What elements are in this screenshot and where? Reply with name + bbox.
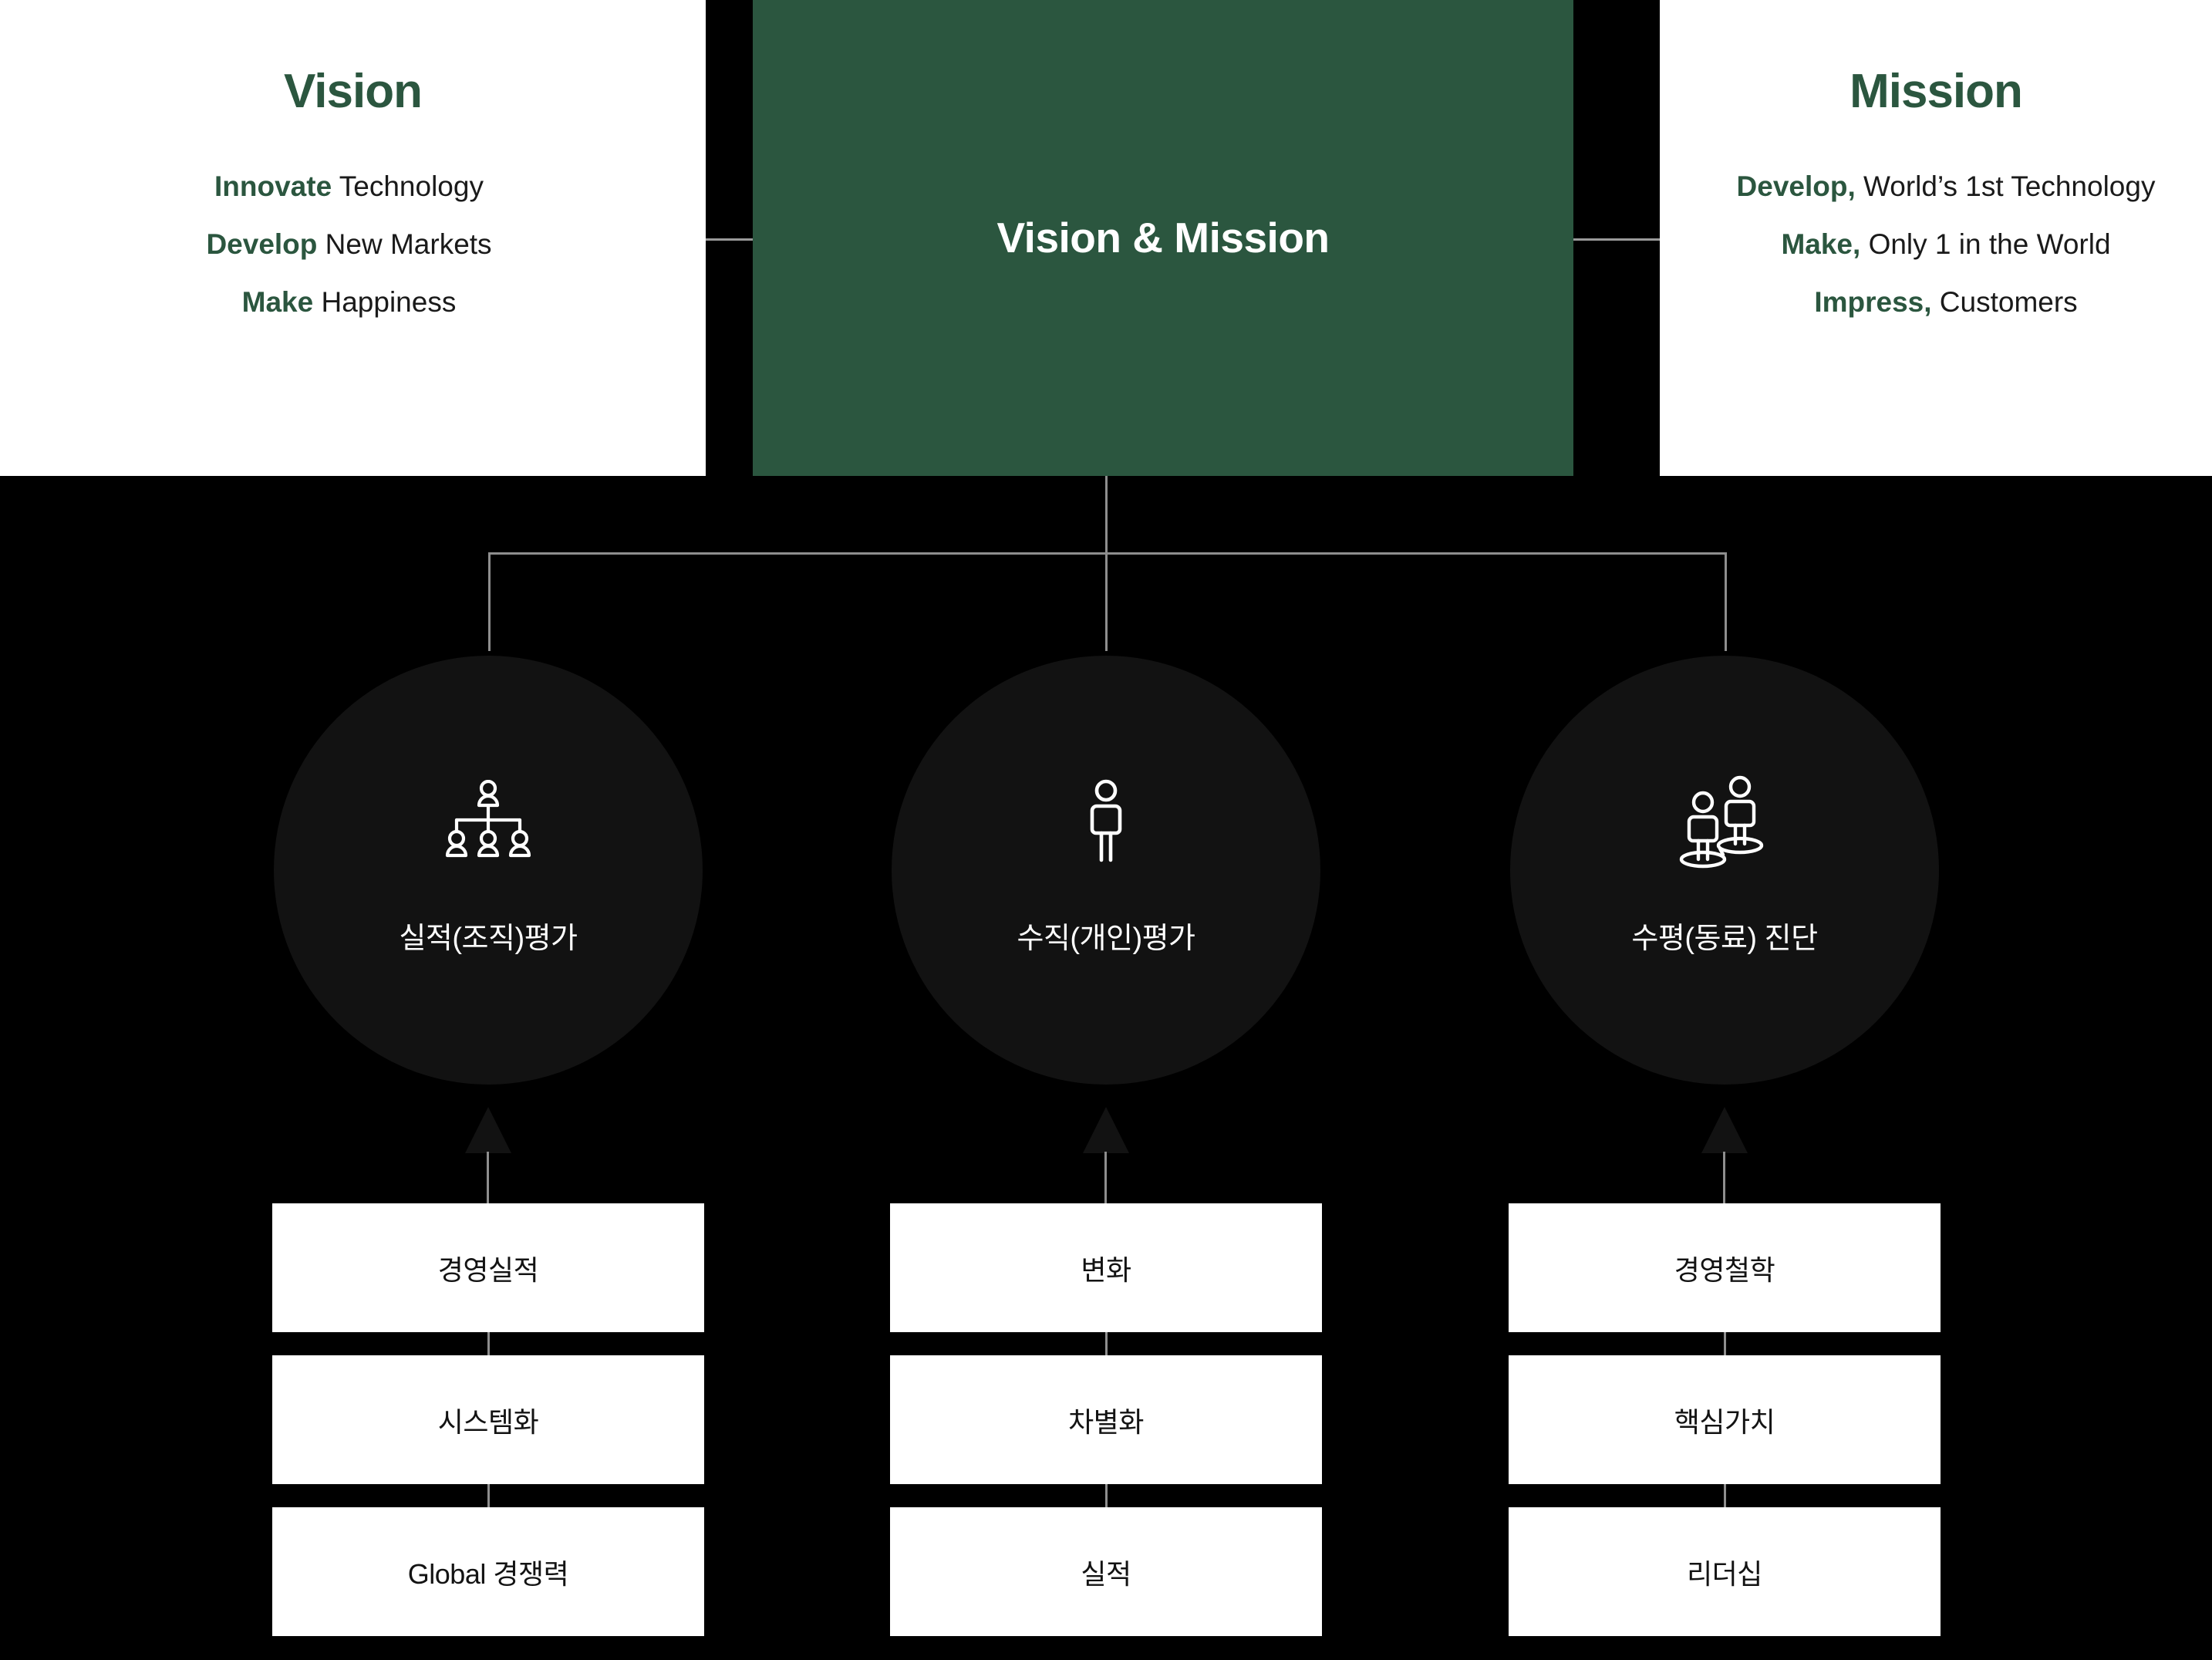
- vision-mission-center-label: Vision & Mission: [996, 213, 1330, 261]
- vision-mission-header-row: Vision Innovate Technology Develop New M…: [0, 0, 2212, 476]
- evaluation-circle-label: 수직(개인)평가: [1017, 923, 1195, 955]
- cell-connector-line: [1105, 1484, 1108, 1507]
- tree-drop-line-middle: [1105, 552, 1108, 651]
- vision-keyword: Make: [241, 285, 314, 318]
- arrow-up-peer: [1701, 1107, 1748, 1264]
- arrow-head-icon: [1083, 1107, 1129, 1153]
- criteria-column-peer: 경영철학 핵심가치 리더십: [1509, 1203, 1941, 1636]
- criteria-cell[interactable]: 경영실적: [272, 1203, 704, 1332]
- criteria-cell[interactable]: 경영철학: [1509, 1203, 1941, 1332]
- org-chart-icon: [443, 775, 534, 868]
- vision-title: Vision: [284, 65, 423, 118]
- criteria-cell-label: 핵심가치: [1674, 1405, 1775, 1438]
- evaluation-circle-individual[interactable]: 수직(개인)평가: [892, 656, 1320, 1085]
- vision-text: Technology: [332, 170, 484, 202]
- tree-horizontal-bar: [488, 552, 1727, 555]
- tree-connector-group: [0, 476, 2212, 661]
- mission-keyword: Make,: [1781, 228, 1861, 260]
- criteria-cell-label: Global 경쟁력: [407, 1557, 569, 1590]
- criteria-cell-label: 시스템화: [437, 1405, 539, 1438]
- mission-keyword: Develop,: [1736, 170, 1856, 202]
- vision-statement-item: Develop New Markets: [206, 226, 491, 264]
- cell-connector-line: [487, 1484, 490, 1507]
- vision-text: New Markets: [317, 228, 492, 260]
- cell-connector-line: [487, 1332, 490, 1355]
- tree-stem-line: [1105, 476, 1108, 554]
- mission-statement-list: Develop, World’s 1st Technology Make, On…: [1737, 168, 2156, 321]
- mission-panel: Mission Develop, World’s 1st Technology …: [1660, 0, 2212, 476]
- criteria-cell[interactable]: 리더십: [1509, 1484, 1941, 1636]
- cell-connector-line: [1724, 1332, 1726, 1355]
- vision-keyword: Develop: [206, 228, 318, 260]
- criteria-column-organization: 경영실적 시스템화 Global 경쟁력: [272, 1203, 704, 1636]
- vision-mission-center-box: Vision & Mission: [753, 0, 1573, 476]
- vision-panel: Vision Innovate Technology Develop New M…: [0, 0, 706, 476]
- criteria-cell[interactable]: 실적: [890, 1484, 1322, 1636]
- criteria-cell-label: 실적: [1081, 1557, 1131, 1590]
- single-person-icon: [1084, 775, 1128, 868]
- criteria-cell-label: 차별화: [1068, 1405, 1144, 1438]
- mission-text: Only 1 in the World: [1860, 228, 2111, 260]
- criteria-cell[interactable]: 차별화: [890, 1332, 1322, 1484]
- connector-line-vision-to-center: [706, 238, 753, 241]
- two-people-network-icon: [1674, 775, 1775, 869]
- evaluation-circle-peer[interactable]: 수평(동료) 진단: [1510, 656, 1939, 1085]
- vision-statement-item: Innovate Technology: [206, 168, 491, 206]
- vision-statement-item: Make Happiness: [206, 284, 491, 322]
- criteria-cell-label: 리더십: [1687, 1557, 1762, 1590]
- cell-connector-line: [1724, 1484, 1726, 1507]
- vision-keyword: Innovate: [214, 170, 332, 202]
- mission-title: Mission: [1850, 65, 2023, 118]
- mission-statement-item: Make, Only 1 in the World: [1737, 226, 2156, 264]
- criteria-column-individual: 변화 차별화 실적: [890, 1203, 1322, 1636]
- mission-text: World’s 1st Technology: [1855, 170, 2156, 202]
- evaluation-circle-label: 수평(동료) 진단: [1631, 923, 1818, 955]
- mission-text: Customers: [1931, 285, 2078, 318]
- arrow-up-organization: [465, 1107, 511, 1264]
- tree-drop-line-left: [488, 552, 491, 651]
- criteria-cell[interactable]: Global 경쟁력: [272, 1484, 704, 1636]
- mission-keyword: Impress,: [1814, 285, 1932, 318]
- mission-statement-item: Impress, Customers: [1737, 284, 2156, 322]
- cell-connector-line: [1105, 1332, 1108, 1355]
- criteria-cell[interactable]: 변화: [890, 1203, 1322, 1332]
- connector-line-center-to-mission: [1573, 238, 1660, 241]
- arrow-up-individual: [1083, 1107, 1129, 1264]
- evaluation-circle-organization[interactable]: 실적(조직)평가: [274, 656, 703, 1085]
- vision-statement-list: Innovate Technology Develop New Markets …: [206, 168, 491, 321]
- evaluation-circle-label: 실적(조직)평가: [399, 923, 578, 955]
- tree-drop-line-right: [1725, 552, 1727, 651]
- mission-statement-item: Develop, World’s 1st Technology: [1737, 168, 2156, 206]
- arrow-head-icon: [465, 1107, 511, 1153]
- vision-text: Happiness: [313, 285, 457, 318]
- criteria-cell[interactable]: 핵심가치: [1509, 1332, 1941, 1484]
- criteria-cell[interactable]: 시스템화: [272, 1332, 704, 1484]
- arrow-head-icon: [1701, 1107, 1748, 1153]
